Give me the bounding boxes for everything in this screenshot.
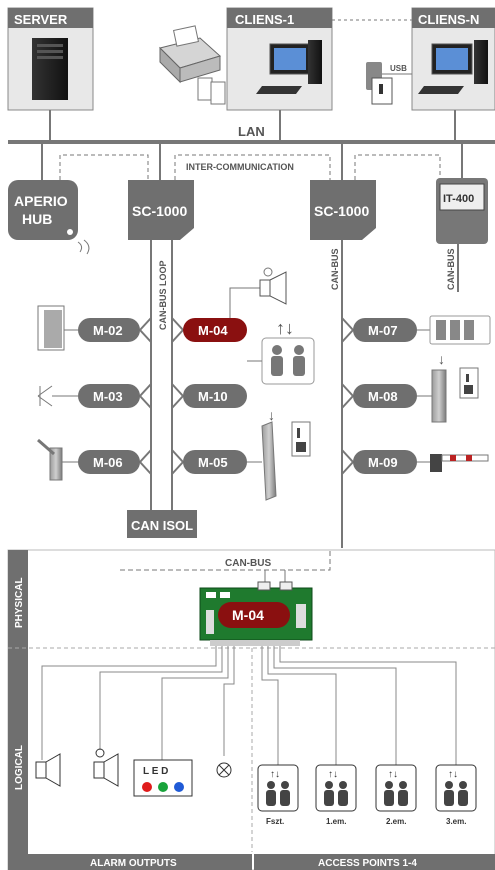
svg-text:↑↓: ↑↓	[448, 769, 458, 780]
elevator-icon: ↑↓	[247, 318, 315, 385]
locker-icon	[429, 315, 491, 345]
m09-label: M-09	[368, 455, 398, 470]
sc1000-node-right: SC-1000	[310, 180, 376, 240]
workstation-icon	[418, 40, 488, 94]
alarm-outputs-label: ALARM OUTPUTS	[90, 858, 177, 869]
floor-label-1: Fszt.	[266, 817, 284, 826]
can-isol-node: CAN ISOL	[127, 510, 197, 538]
sc1000-node-left: SC-1000	[128, 180, 194, 240]
pillar-reader-icon: ↓	[431, 351, 479, 423]
access-point-2: ↑↓	[315, 764, 357, 812]
server-box: SERVER	[7, 7, 94, 111]
module-m07: M-07	[341, 317, 430, 343]
m03-label: M-03	[93, 389, 123, 404]
door-icon	[37, 305, 78, 351]
svg-text:↑↓: ↑↓	[328, 769, 338, 780]
siren-icon	[259, 267, 287, 305]
module-m09: M-09	[341, 449, 430, 475]
led-indicator: L E D	[133, 759, 193, 797]
access-point-4: ↑↓	[435, 764, 477, 812]
server-tower-icon	[32, 38, 68, 100]
it400-label: IT-400	[443, 193, 474, 205]
aperio-label-1: APERIO	[14, 193, 68, 209]
sc1000-label-left: SC-1000	[132, 203, 187, 219]
can-isol-label: CAN ISOL	[131, 518, 193, 533]
access-point-3: ↑↓	[375, 764, 417, 812]
svg-text:↓: ↓	[438, 351, 445, 367]
sc1000-label-right: SC-1000	[314, 203, 369, 219]
lan-bus-line	[8, 140, 495, 144]
floor-label-3: 2.em.	[386, 817, 406, 826]
board-label: M-04	[232, 607, 264, 623]
printer-icon	[159, 25, 226, 105]
svg-text:↓: ↓	[268, 407, 275, 423]
svg-text:↑↓: ↑↓	[388, 769, 398, 780]
access-point-1: ↑↓	[257, 764, 299, 812]
svg-text:↑↓: ↑↓	[276, 318, 294, 338]
module-m03: M-03	[78, 383, 152, 409]
m05-label: M-05	[198, 455, 228, 470]
m02-label: M-02	[93, 323, 123, 338]
module-m06: M-06	[78, 449, 152, 475]
access-points-label: ACCESS POINTS 1-4	[318, 858, 417, 869]
m08-label: M-08	[368, 389, 398, 404]
wireless-icon	[77, 239, 90, 255]
m07-label: M-07	[368, 323, 398, 338]
output-wires	[41, 646, 457, 765]
led-label: L E D	[143, 766, 168, 777]
m10-label: M-10	[198, 389, 228, 404]
module-m10: M-10	[171, 383, 247, 409]
barrier-gate-icon	[430, 454, 489, 472]
physical-label: PHYSICAL	[14, 577, 25, 628]
controller-board: M-04	[199, 581, 313, 646]
clientN-label: CLIENS-N	[418, 12, 479, 27]
usb-reader-icon: USB	[366, 62, 412, 105]
module-m05: M-05	[171, 449, 262, 475]
m06-label: M-06	[93, 455, 123, 470]
canbus-label-board: CAN-BUS	[225, 558, 271, 569]
motion-sensor-icon	[37, 385, 78, 407]
it400-node: IT-400	[436, 178, 488, 244]
canbus-loop-label: CAN-BUS LOOP	[158, 261, 168, 331]
siren-icon	[93, 748, 119, 787]
svg-text:↑↓: ↑↓	[270, 769, 280, 780]
module-m02: M-02	[78, 317, 152, 343]
client1-box: CLIENS-1	[226, 7, 333, 111]
lan-label: LAN	[238, 124, 265, 139]
aperio-label-2: HUB	[22, 211, 52, 227]
speedgate-icon: ↓	[261, 407, 311, 501]
canbus-label-it400: CAN-BUS	[446, 249, 456, 291]
strobe-icon	[216, 762, 232, 778]
floor-label-4: 3.em.	[446, 817, 466, 826]
module-m04: M-04	[171, 287, 260, 343]
server-label: SERVER	[14, 12, 68, 27]
turnstile-icon	[37, 438, 78, 481]
logical-label: LOGICAL	[14, 745, 25, 790]
clientN-box: CLIENS-N	[411, 7, 495, 111]
speaker-icon	[35, 753, 61, 787]
usb-label: USB	[390, 64, 407, 73]
aperio-hub-node: APERIO HUB	[8, 180, 90, 255]
module-m08: M-08	[341, 383, 432, 409]
canbus-label-right: CAN-BUS	[330, 249, 340, 291]
client1-label: CLIENS-1	[235, 12, 294, 27]
workstation-icon	[256, 40, 322, 94]
intercom-label: INTER-COMMUNICATION	[186, 162, 294, 172]
m04-label: M-04	[198, 323, 228, 338]
floor-label-2: 1.em.	[326, 817, 346, 826]
